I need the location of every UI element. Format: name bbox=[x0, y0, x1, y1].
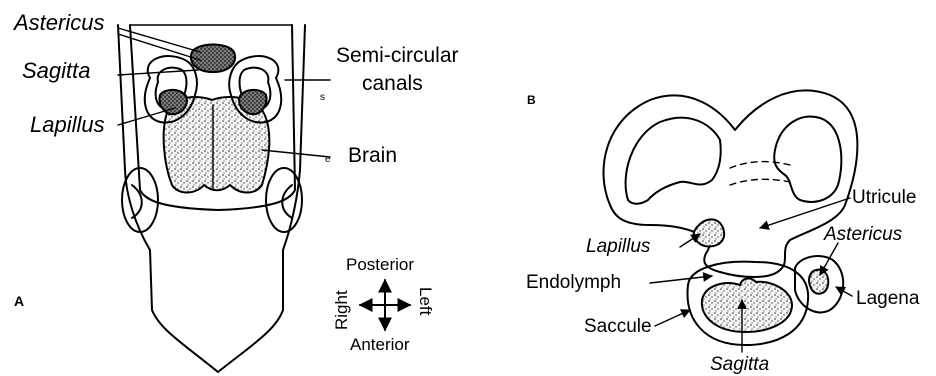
astericus-structure bbox=[191, 45, 235, 73]
label-lapillus-a: Lapillus bbox=[30, 112, 105, 137]
label-lagena: Lagena bbox=[856, 288, 920, 309]
panel-b: B Utricule Lapillus Astericus Endolymph … bbox=[526, 90, 920, 375]
label-semicircular-line2: canals bbox=[362, 72, 423, 95]
compass-left: Left bbox=[416, 287, 435, 316]
orientation-compass: Posterior Anterior Right Left bbox=[332, 255, 435, 354]
label-endolymph: Endolymph bbox=[526, 272, 621, 293]
canal-inner-outline-left bbox=[626, 118, 721, 204]
canal-inner-outline-right bbox=[774, 117, 841, 202]
label-small-s: s bbox=[320, 92, 325, 103]
label-sagitta-a: Sagitta bbox=[22, 58, 91, 83]
label-semicircular-line1: Semi-circular bbox=[336, 44, 459, 67]
panel-a-label: A bbox=[14, 293, 24, 309]
panel-a: Astericus Sagitta Lapillus Semi-circular… bbox=[12, 10, 459, 372]
sagitta-otolith bbox=[702, 278, 792, 332]
astericus-otolith bbox=[809, 270, 828, 294]
label-small-e: e bbox=[325, 154, 331, 165]
label-astericus-b: Astericus bbox=[823, 224, 903, 245]
lapillus-otolith bbox=[694, 219, 724, 246]
label-lapillus-b: Lapillus bbox=[586, 236, 651, 257]
label-sagitta-b: Sagitta bbox=[710, 354, 769, 375]
label-utricule: Utricule bbox=[852, 187, 916, 208]
compass-right: Right bbox=[332, 290, 351, 330]
label-astericus-a: Astericus bbox=[12, 10, 104, 35]
label-saccule: Saccule bbox=[584, 316, 652, 337]
compass-anterior: Anterior bbox=[350, 335, 410, 354]
compass-posterior: Posterior bbox=[346, 255, 414, 274]
label-brain: Brain bbox=[348, 144, 397, 167]
panel-b-label: B bbox=[527, 93, 536, 107]
